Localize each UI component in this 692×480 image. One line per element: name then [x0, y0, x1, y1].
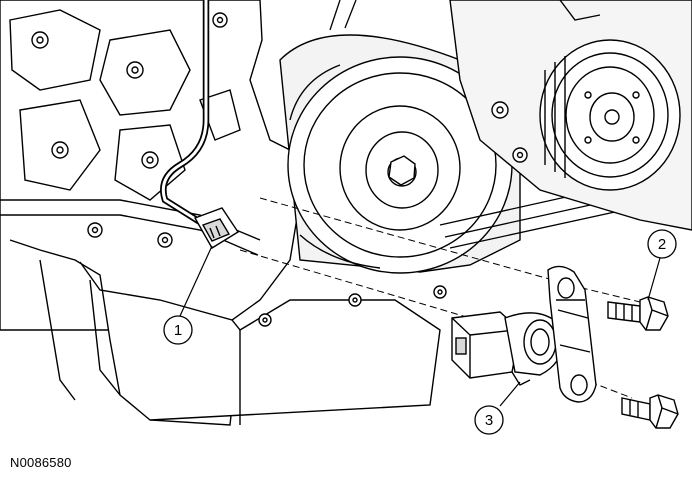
ac-compressor — [449, 0, 692, 231]
callout-2: 2 — [647, 229, 677, 301]
upper-bolt — [607, 296, 669, 331]
callout-1-label: 1 — [174, 322, 182, 339]
oil-pan — [9, 239, 447, 426]
engine-block — [0, 0, 301, 331]
callout-1: 1 — [163, 245, 213, 345]
callout-3: 3 — [474, 381, 521, 435]
callout-2-label: 2 — [658, 236, 666, 253]
wiring-harness — [160, 0, 210, 225]
lower-bolt — [621, 394, 679, 429]
sensor-connector — [193, 207, 239, 249]
callout-3-label: 3 — [485, 412, 493, 429]
figure-id: N0086580 — [10, 455, 72, 470]
crankshaft-position-sensor — [451, 265, 597, 403]
crankshaft-pulley — [279, 34, 521, 274]
